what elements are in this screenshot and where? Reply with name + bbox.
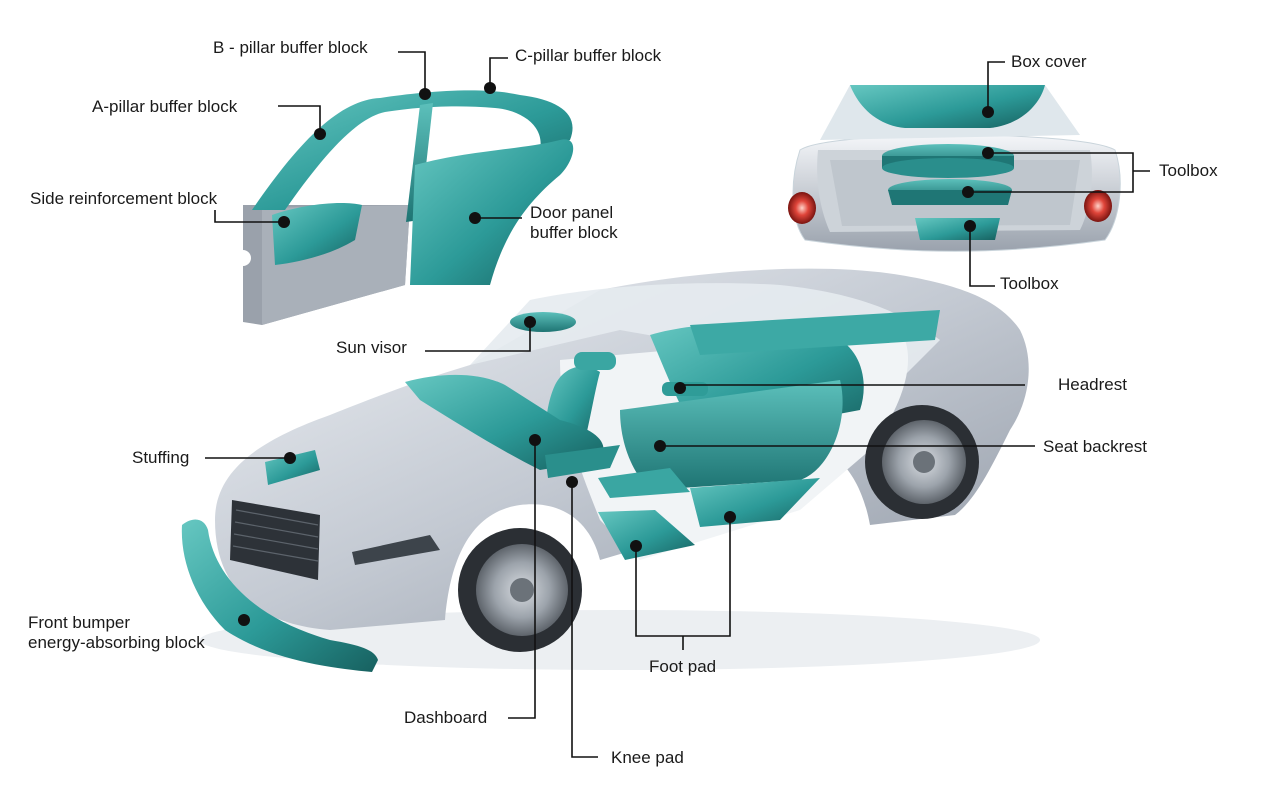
box-cover-shape [850,85,1045,128]
headrest-dot [674,382,686,394]
label-c-pillar: C-pillar buffer block [515,46,662,65]
dashboard-shape [405,374,604,470]
dashboard-dot [529,434,541,446]
b-pillar-dot [419,88,431,100]
toolbox-bottom-dot [964,220,976,232]
left-tail-light [788,192,816,224]
side-reinforcement-shape [272,203,362,265]
c-pillar-dot [484,82,496,94]
right-tail-light [1084,190,1112,222]
front-bumper-shape [181,519,378,672]
stuffing-dot [284,452,296,464]
door-panel-shape [410,139,574,285]
sun-visor-dot [524,316,536,328]
label-door-panel-line2: buffer block [530,223,618,242]
label-seat-backrest: Seat backrest [1043,437,1147,456]
a-pillar-dot [314,128,326,140]
leader-lines [205,51,1150,758]
label-foot-pad: Foot pad [649,657,717,676]
side-reinforcement-dot [278,216,290,228]
label-sun-visor: Sun visor [336,338,407,357]
foot-pad-front-dot [630,540,642,552]
foot-pad-rear-dot [724,511,736,523]
label-toolbox-bottom: Toolbox [1000,274,1059,293]
seat-backrest-dot [654,440,666,452]
label-door-panel: Door panel buffer block [530,203,618,243]
front-grille [230,500,320,580]
label-door-panel-line1: Door panel [530,203,614,222]
label-b-pillar: B - pillar buffer block [213,38,368,57]
label-front-bumper-line1: Front bumper [28,613,131,632]
label-a-pillar: A-pillar buffer block [92,97,238,116]
toolbox-upper-dot [982,147,994,159]
label-toolbox-right: Toolbox [1159,161,1218,180]
knee-pad-dot [566,476,578,488]
a-pillar-roof-shape [252,90,573,210]
label-headrest: Headrest [1058,375,1127,394]
door-panel-dot [469,212,481,224]
knee-pad-shape [545,445,620,478]
foot-pad-front-shape [598,510,695,560]
label-side-reinforcement: Side reinforcement block [30,189,218,208]
front-headrest-shape [574,352,616,370]
label-knee-pad: Knee pad [611,748,684,767]
foot-pad-rear-shape [690,478,820,527]
headlight [352,535,440,565]
toolbox-middle-dot [962,186,974,198]
trunk-rear-illustration [788,85,1121,252]
front-bumper-dot [238,614,250,626]
label-front-bumper-line2: energy-absorbing block [28,633,205,652]
door-assembly-illustration [243,90,574,325]
seat-backrest-shape [620,380,843,490]
box-cover-dot [982,106,994,118]
label-box-cover: Box cover [1011,52,1087,71]
sun-visor-shape [510,312,576,332]
car-illustration [181,268,1040,672]
b-pillar-shape [406,103,433,222]
toolbox-bottom-shape [915,218,1000,240]
label-dashboard: Dashboard [404,708,488,727]
label-stuffing: Stuffing [132,448,190,467]
label-front-bumper: Front bumper energy-absorbing block [28,613,205,653]
